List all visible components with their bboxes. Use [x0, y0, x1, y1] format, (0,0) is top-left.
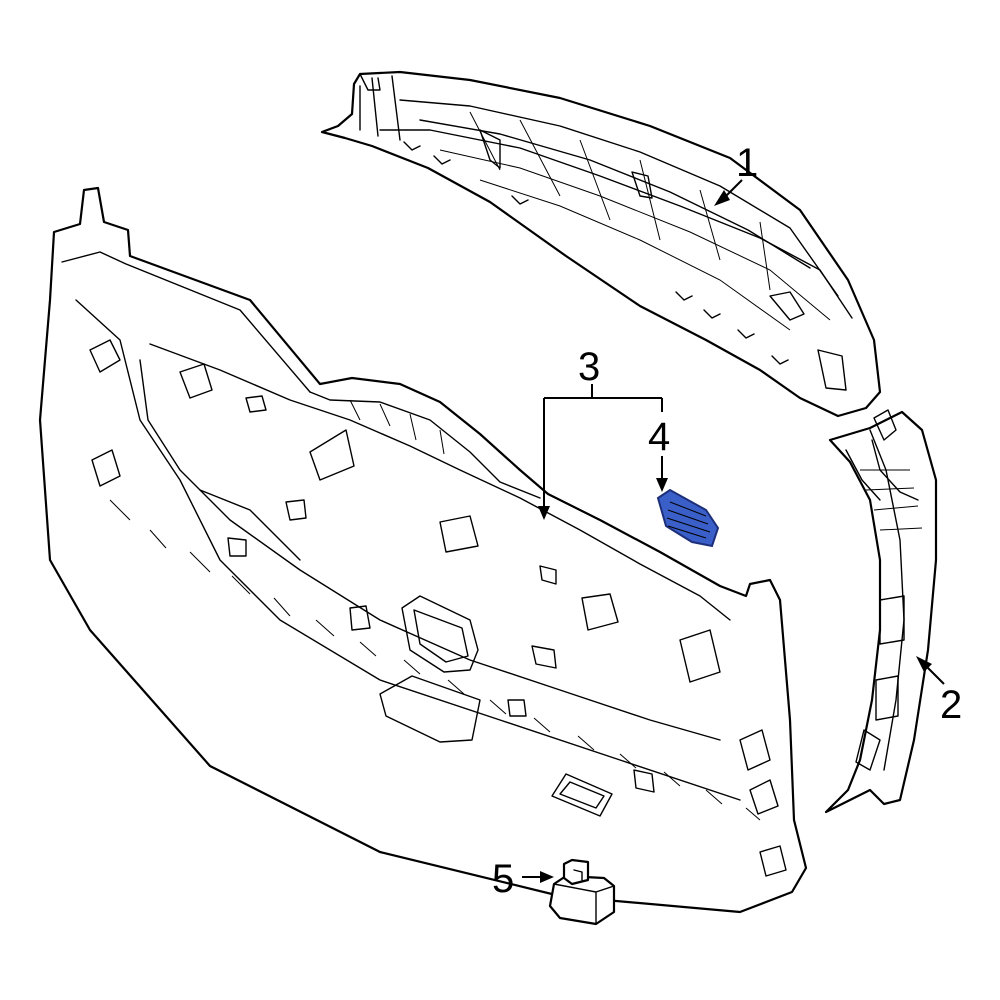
clip-part [548, 858, 616, 926]
callout-2-arrowhead [916, 656, 932, 672]
upper-trim-panel [320, 70, 882, 418]
callout-5-arrowhead [540, 871, 554, 883]
callout-1-arrowhead [714, 190, 730, 206]
callout-2-label: 2 [940, 683, 962, 727]
callout-4-label: 4 [648, 415, 670, 459]
callout-5-label: 5 [492, 857, 514, 901]
callout-3-arrowhead [538, 506, 550, 520]
side-pillar-trim [824, 409, 938, 814]
callout-1-label: 1 [736, 141, 758, 185]
cover-part-highlighted [656, 488, 720, 548]
liftgate-trim-panel [38, 186, 808, 914]
callout-5: 5 [492, 857, 554, 901]
callout-4-arrowhead [656, 478, 668, 492]
callout-3: 3 [538, 345, 663, 520]
callout-2: 2 [916, 656, 962, 727]
callout-3-label: 3 [578, 345, 600, 389]
callout-1: 1 [714, 141, 758, 206]
callout-4: 4 [648, 415, 670, 492]
callout-2-leader [925, 665, 945, 685]
